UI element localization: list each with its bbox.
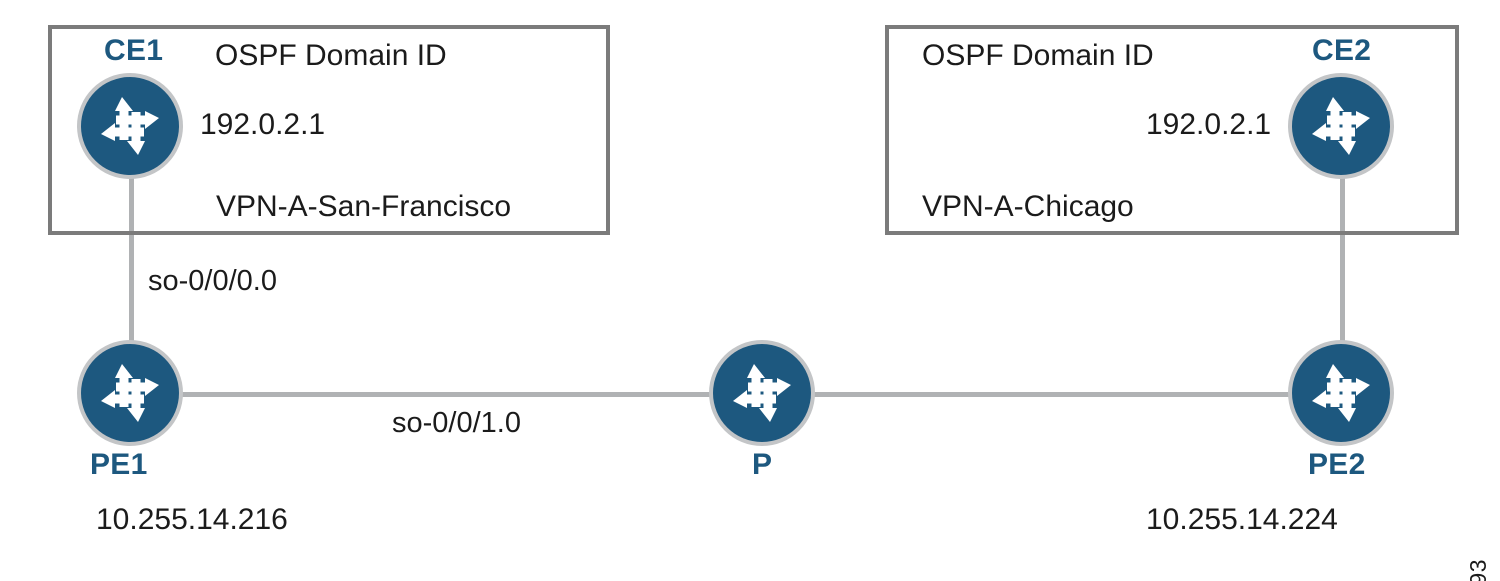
router-icon [101, 364, 159, 422]
router-pe1-address: 10.255.14.216 [96, 503, 288, 536]
router-icon [1312, 97, 1370, 155]
router-pe2[interactable] [1292, 344, 1390, 442]
site-right-heading: OSPF Domain ID [922, 39, 1154, 72]
site-right-domain-id: 192.0.2.1 [1146, 108, 1272, 141]
link-ce1-pe1-interface-label: so-0/0/0.0 [148, 265, 277, 297]
router-pe2-address: 10.255.14.224 [1146, 503, 1338, 536]
link-ce1-pe1-line [129, 168, 134, 383]
link-pe1-p-interface-label: so-0/0/1.0 [392, 407, 521, 439]
router-p[interactable] [713, 344, 811, 442]
link-p-pe2-line [790, 392, 1355, 397]
router-icon [101, 97, 159, 155]
link-pe1-p-line [170, 392, 735, 397]
router-ce2-label: CE2 [1312, 34, 1372, 67]
router-ce1[interactable] [81, 77, 179, 175]
site-right-vrf-name: VPN-A-Chicago [922, 190, 1134, 223]
router-p-label: P [752, 448, 773, 481]
router-icon [733, 364, 791, 422]
site-left-vrf-name: VPN-A-San-Francisco [216, 190, 512, 223]
site-left-domain-id: 192.0.2.1 [200, 108, 326, 141]
watermark-label: g017193 [1465, 559, 1492, 581]
router-ce2[interactable] [1292, 77, 1390, 175]
site-left-heading: OSPF Domain ID [215, 39, 447, 72]
router-pe2-label: PE2 [1308, 448, 1366, 481]
router-icon [1312, 364, 1370, 422]
router-pe1-label: PE1 [90, 448, 148, 481]
link-ce2-pe2-line [1340, 168, 1345, 383]
site-box-vpn-a-chicago [885, 25, 1459, 235]
site-box-vpn-a-san-francisco [48, 25, 610, 235]
router-pe1[interactable] [81, 344, 179, 442]
router-ce1-label: CE1 [104, 34, 164, 67]
